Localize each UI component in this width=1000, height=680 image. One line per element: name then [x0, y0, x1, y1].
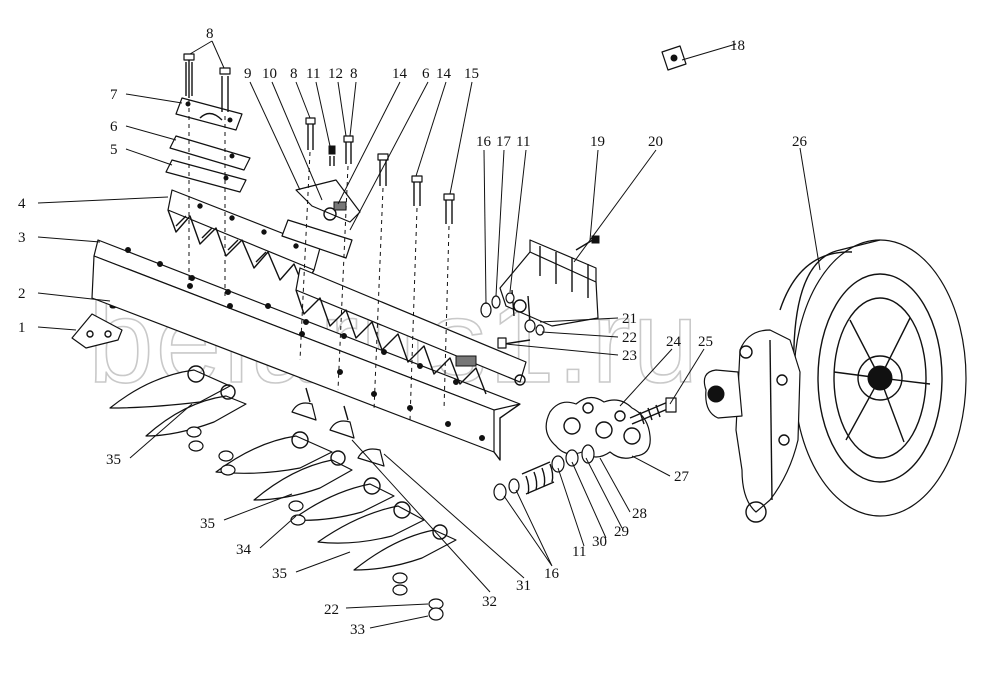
callout-6-b: 6: [422, 66, 430, 82]
callout-28: 28: [632, 506, 647, 522]
leader-lines: [37, 40, 821, 629]
callout-30: 30: [592, 534, 607, 550]
callout-8-top: 8: [206, 26, 214, 42]
part-19-bolt: [575, 235, 600, 251]
callout-27: 27: [674, 469, 690, 485]
part-7-plate: [175, 97, 243, 131]
spring-stack-16-11-30-29-28: [493, 444, 595, 501]
callout-35-c: 35: [272, 566, 287, 582]
part-35-guard-a: [109, 365, 247, 452]
callout-23: 23: [622, 348, 637, 364]
callout-1: 1: [18, 320, 26, 336]
callout-25: 25: [698, 334, 713, 350]
callout-9: 9: [244, 66, 252, 82]
part-5-plate: [165, 159, 247, 193]
part-4-knife-bar: [167, 189, 321, 289]
parts-22-33-nut-washer: [428, 598, 444, 621]
part-9-10-bracket: [281, 179, 361, 259]
part-35-guard-b: [215, 431, 353, 501]
part-14-15-bolts: [377, 153, 455, 224]
part-26-pulley-wheel: [779, 239, 967, 517]
assembly-dash-lines: [188, 100, 450, 421]
part-8-bolts: [183, 53, 354, 166]
callout-26: 26: [792, 134, 808, 150]
callout-33: 33: [350, 622, 365, 638]
callout-24: 24: [666, 334, 682, 350]
callout-35-b: 35: [200, 516, 215, 532]
callout-2: 2: [18, 286, 26, 302]
callout-22-b: 22: [324, 602, 339, 618]
callout-31: 31: [516, 578, 531, 594]
callout-14-a: 14: [392, 66, 408, 82]
callout-34: 34: [236, 542, 252, 558]
part-1-wedge-plate: [71, 313, 123, 349]
callout-15: 15: [464, 66, 479, 82]
callout-17: 17: [496, 134, 512, 150]
part-3-cutter-bar: [91, 239, 521, 461]
callout-35-a: 35: [106, 452, 121, 468]
callout-19: 19: [590, 134, 605, 150]
callout-16-a: 16: [476, 134, 492, 150]
callout-8-c: 8: [350, 66, 358, 82]
callout-4: 4: [18, 196, 26, 212]
callout-7: 7: [110, 87, 118, 103]
callout-16-b: 16: [544, 566, 560, 582]
knife-section-right: [295, 267, 527, 395]
callout-20: 20: [648, 134, 663, 150]
part-25-bolt: [629, 397, 677, 425]
callout-11-b: 11: [516, 134, 530, 150]
parts-21-22-23-fasteners: [497, 319, 545, 349]
callout-labels: 1 2 3 4 5 6 7 8 9 10 8 11 12 8 14 6 14 1…: [18, 26, 808, 638]
parts-16-17-washers: [480, 292, 515, 318]
callout-3: 3: [18, 230, 26, 246]
callout-8-b: 8: [290, 66, 298, 82]
callout-18: 18: [730, 38, 745, 54]
callout-11-c: 11: [572, 544, 586, 560]
part-34-guard: [288, 477, 395, 526]
callout-6: 6: [110, 119, 118, 135]
callout-10: 10: [262, 66, 277, 82]
part-35-guard-c: [317, 501, 457, 596]
callout-21: 21: [622, 311, 637, 327]
callout-22-a: 22: [622, 330, 637, 346]
callout-11-a: 11: [306, 66, 320, 82]
callout-29: 29: [614, 524, 629, 540]
part-18-square-nut: [661, 45, 687, 71]
callout-14-b: 14: [436, 66, 452, 82]
callout-5: 5: [110, 142, 118, 158]
callout-32: 32: [482, 594, 497, 610]
callout-12: 12: [328, 66, 343, 82]
part-24-gearbox-housing: [703, 329, 801, 523]
